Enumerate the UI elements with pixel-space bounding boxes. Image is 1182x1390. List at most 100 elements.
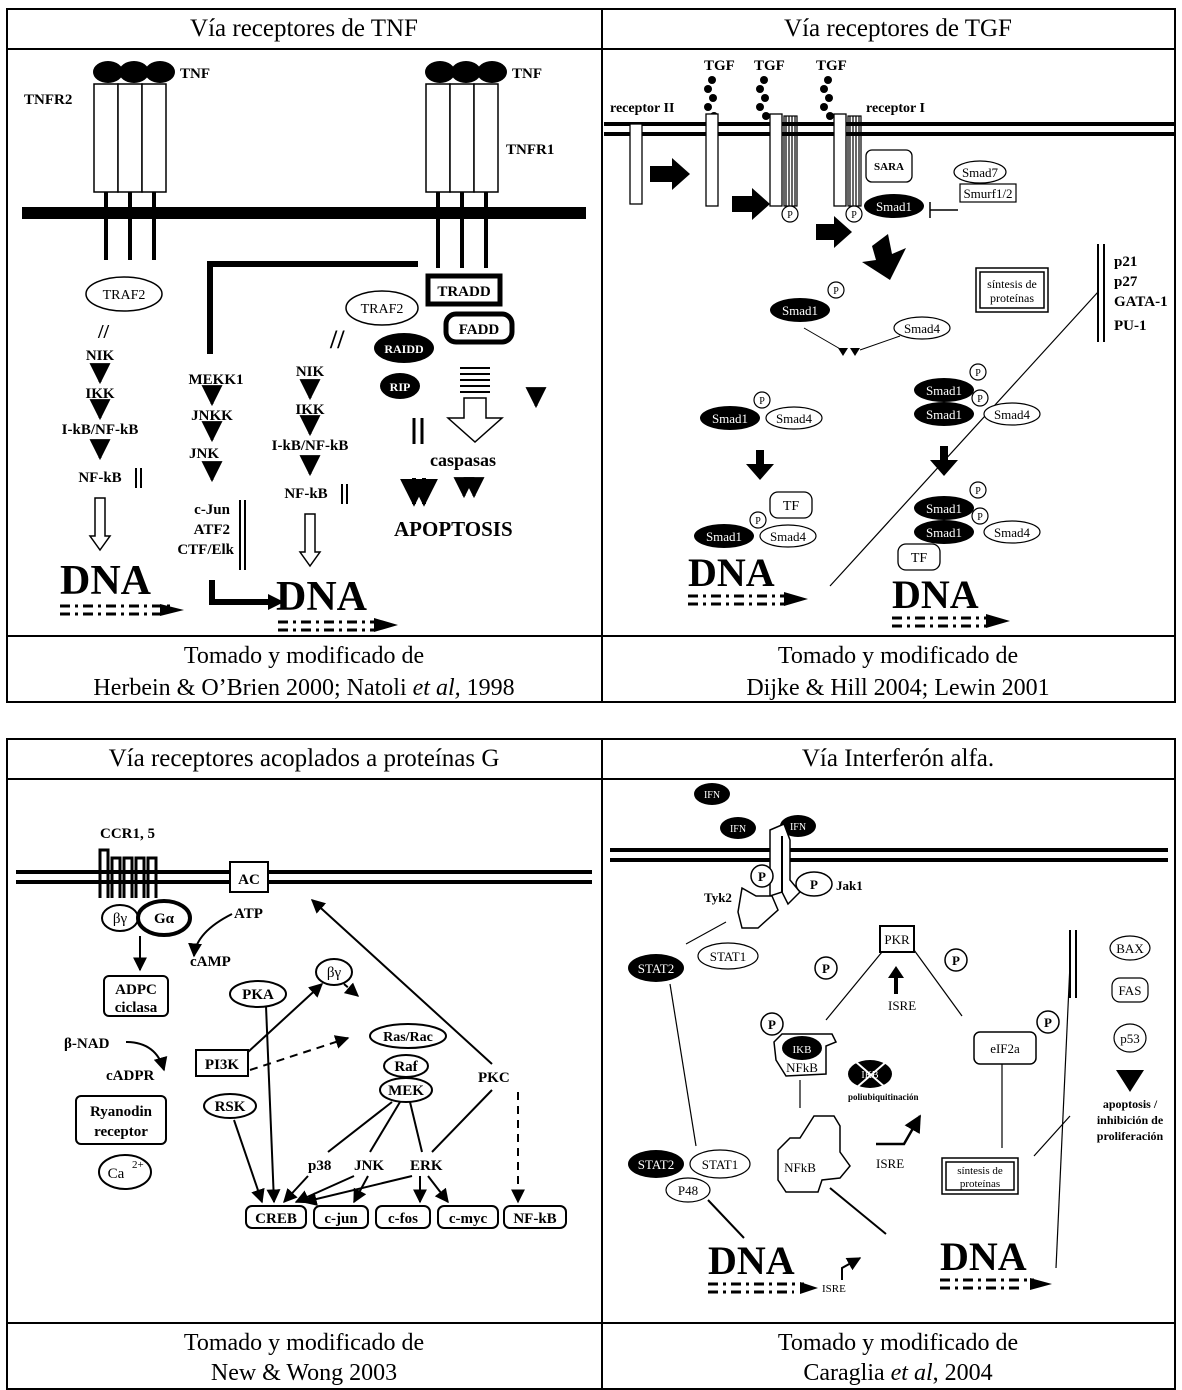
poliubiquitinacion: poliubiquitinación xyxy=(848,1092,919,1102)
adpc: ADPC xyxy=(115,982,157,998)
pka: PKA xyxy=(242,987,274,1003)
calcium: Ca xyxy=(108,1166,125,1182)
ikk-left: IKK xyxy=(85,386,115,402)
sara: SARA xyxy=(874,161,904,173)
tnf-label-left: TNF xyxy=(180,66,210,82)
svg-text:P: P xyxy=(755,516,761,527)
jnkk: JNKK xyxy=(191,408,233,424)
ccr-label: CCR1, 5 xyxy=(100,826,155,842)
ifn-2: IFN xyxy=(730,824,746,835)
svg-text://: // xyxy=(97,321,110,343)
tgf-caption-line1: Tomado y modificado de xyxy=(602,639,1182,673)
camp: cAMP xyxy=(190,954,231,970)
tnf-panel-title: Vía receptores de TNF xyxy=(8,10,600,48)
pkc: PKC xyxy=(478,1070,510,1086)
nfkb-ikb: NFkB xyxy=(786,1060,818,1075)
ifn-caption-line2: Caraglia et al, 2004 xyxy=(602,1356,1182,1390)
ifn-caption-line1: Tomado y modificado de xyxy=(602,1326,1182,1360)
smad4-free: Smad4 xyxy=(904,321,941,336)
c-jun: c-Jun xyxy=(194,502,230,518)
ifn-3: IFN xyxy=(790,822,806,833)
apoptosis-line2: inhibición de xyxy=(1097,1113,1164,1127)
receptor-ii-label: receptor II xyxy=(610,101,674,116)
tnfr1-label: TNFR1 xyxy=(506,142,554,158)
tradd: TRADD xyxy=(437,284,491,300)
bottom-caption-row xyxy=(8,1322,1174,1324)
ikk-right: IKK xyxy=(295,402,325,418)
ras-rac: Ras/Rac xyxy=(383,1030,433,1045)
g-alpha: Gα xyxy=(154,911,175,927)
smad1-free: Smad1 xyxy=(782,303,818,318)
ikb-nfkb-left: I-kB/NF-kB xyxy=(62,422,139,438)
smad1-complex-right-1: Smad1 xyxy=(926,383,962,398)
gata1: GATA-1 xyxy=(1114,294,1168,310)
sintesis-label-ifn: síntesis de xyxy=(957,1165,1003,1177)
svg-text:P: P xyxy=(833,286,839,297)
nfkb-right: NF-kB xyxy=(284,486,327,502)
svg-text:P: P xyxy=(952,953,960,968)
tnf-diagram: TNF TNFR2 TNF TNFR1 TRAF2 // NIK IKK I-k… xyxy=(8,48,598,633)
beta-nad: β-NAD xyxy=(64,1036,110,1052)
pkr: PKR xyxy=(884,932,910,947)
svg-text:P: P xyxy=(975,486,981,497)
p38: p38 xyxy=(308,1158,331,1174)
nik-right: NIK xyxy=(296,364,325,380)
top-caption-row xyxy=(8,635,1174,637)
tgf-ligand-3: TGF xyxy=(816,58,847,74)
receptor-i-label: receptor I xyxy=(866,101,925,116)
atf2: ATF2 xyxy=(194,522,230,538)
smad1-complex-right-2: Smad1 xyxy=(926,407,962,422)
ifn-1: IFN xyxy=(704,790,720,801)
beta-gamma: βγ xyxy=(113,911,128,927)
stat2-top: STAT2 xyxy=(638,961,675,976)
dna-label-2: DNA xyxy=(276,574,368,620)
tgf-ligand-1: TGF xyxy=(704,58,735,74)
dna-label-1: DNA xyxy=(60,558,152,604)
svg-text:P: P xyxy=(975,368,981,379)
caspasas: caspasas xyxy=(430,450,496,470)
apoptosis-line1: apoptosis / xyxy=(1103,1097,1158,1111)
tyk2: Tyk2 xyxy=(704,890,732,905)
mek: MEK xyxy=(388,1083,424,1099)
traf2-left: TRAF2 xyxy=(103,288,146,303)
top-column-divider xyxy=(601,10,603,701)
smad1-dna-left: Smad1 xyxy=(706,529,742,544)
apoptosis-line3: proliferación xyxy=(1097,1129,1164,1143)
nfkb: NFkB xyxy=(784,1160,816,1175)
ciclasa: ciclasa xyxy=(115,1000,158,1016)
beta-gamma-2: βγ xyxy=(327,965,342,981)
smurf: Smurf1/2 xyxy=(963,186,1012,201)
sintesis-label-tgf: síntesis de xyxy=(987,277,1037,291)
p27: p27 xyxy=(1114,274,1138,290)
cell-membrane xyxy=(22,207,586,219)
smad4-complex-right: Smad4 xyxy=(994,407,1031,422)
smad4-dna-left: Smad4 xyxy=(770,529,807,544)
proteinas-label-ifn: proteínas xyxy=(960,1178,1000,1190)
gpcr-panel-title: Vía receptores acoplados a proteínas G xyxy=(8,740,600,778)
jak1: Jak1 xyxy=(836,878,863,893)
rip: RIP xyxy=(390,380,411,394)
creb: CREB xyxy=(255,1211,297,1227)
ikb-degraded: IKB xyxy=(861,1070,879,1081)
stat1-bottom: STAT1 xyxy=(702,1157,739,1172)
traf2-right: TRAF2 xyxy=(361,302,404,317)
svg-text:P: P xyxy=(768,1017,776,1032)
smad7: Smad7 xyxy=(962,165,999,180)
tgf-ligand-2: TGF xyxy=(754,58,785,74)
raf: Raf xyxy=(394,1059,418,1075)
calcium-charge: 2+ xyxy=(132,1159,144,1171)
isre-pkr: ISRE xyxy=(888,998,916,1013)
gpcr-caption-line1: Tomado y modificado de xyxy=(8,1326,600,1360)
tf-right: TF xyxy=(911,551,928,566)
nf-kb-gpcr: NF-kB xyxy=(513,1211,556,1227)
ifn-panel-title: Vía Interferón alfa. xyxy=(602,740,1182,778)
tf-left: TF xyxy=(783,499,800,514)
proteinas-label-tgf: proteínas xyxy=(990,291,1034,305)
smad4-dna-right: Smad4 xyxy=(994,525,1031,540)
dna-ifn-left: DNA xyxy=(708,1238,795,1283)
p-tyk2: P xyxy=(758,869,766,884)
stat1-top: STAT1 xyxy=(710,949,747,964)
tnf-caption-line2: Herbein & O’Brien 2000; Natoli et al, 19… xyxy=(8,671,600,705)
fadd: FADD xyxy=(459,322,500,338)
p21: p21 xyxy=(1114,254,1137,270)
